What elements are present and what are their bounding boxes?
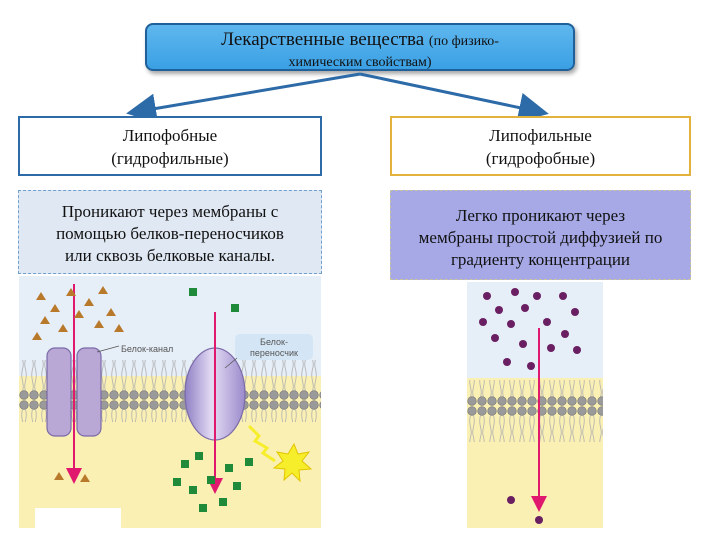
molecule (80, 474, 90, 482)
molecule (58, 324, 68, 332)
molecule (519, 340, 527, 348)
membrane-figure-left: Белок-канал Белок- переносчик (19, 276, 321, 528)
connector-arrows (126, 72, 549, 124)
lipophilic-title: Липофильные (489, 126, 592, 145)
molecule (503, 358, 511, 366)
desc-left-line3: или сквозь белковые каналы. (65, 246, 275, 265)
molecule (94, 320, 104, 328)
molecule (189, 288, 197, 296)
carrier-label-line1: Белок- (260, 337, 288, 347)
energy-spark (247, 424, 276, 463)
title-sub: химическим свойствам) (288, 55, 432, 70)
molecule (483, 292, 491, 300)
molecule (106, 308, 116, 316)
molecule (40, 316, 50, 324)
molecule (219, 498, 227, 506)
channel-protein-left (46, 347, 72, 437)
molecule (507, 496, 515, 504)
carrier-label-box (235, 334, 313, 360)
molecule (84, 298, 94, 306)
arrow-right (359, 72, 549, 123)
energy-burst-icon (272, 442, 313, 483)
molecule (195, 452, 203, 460)
desc-left-line2: помощью белков-переносчиков (56, 224, 284, 243)
channel-label-pointer (96, 345, 120, 353)
molecule (507, 320, 515, 328)
lipophobic-subtitle: (гидрофильные) (111, 149, 229, 168)
arrow-left (126, 72, 361, 124)
title-main-line: Лекарственные вещества (по физико- (147, 29, 573, 51)
membrane-figure-right (467, 282, 603, 528)
lipid-bilayer (467, 380, 603, 442)
molecule (245, 458, 253, 466)
lipophilic-box: Липофильные (гидрофобные) (390, 116, 691, 176)
lipophilic-subtitle: (гидрофобные) (485, 149, 596, 168)
molecule (559, 292, 567, 300)
molecule (521, 304, 529, 312)
lipophobic-title: Липофобные (122, 126, 218, 145)
molecule (66, 288, 76, 296)
carrier-label-pointer (224, 357, 238, 369)
molecule (98, 286, 108, 294)
lipophobic-box: Липофобные (гидрофильные) (18, 116, 322, 176)
molecule (54, 472, 64, 480)
molecule (479, 318, 487, 326)
channel-protein-right (76, 347, 102, 437)
desc-left-line1: Проникают через мембраны с (61, 202, 279, 221)
channel-label: Белок-канал (121, 344, 173, 354)
molecule (533, 292, 541, 300)
desc-right-line3: градиенту концентрации (450, 250, 631, 269)
molecule (495, 306, 503, 314)
molecule (207, 476, 215, 484)
carrier-label-line2: переносчик (250, 348, 298, 358)
molecule (573, 346, 581, 354)
lipophilic-molecules (479, 288, 581, 524)
polar-molecules (32, 286, 124, 482)
lipophobic-description: Проникают через мембраны с помощью белко… (18, 190, 322, 274)
title-paren: (по физико- (428, 34, 499, 49)
molecule (527, 362, 535, 370)
carrier-molecules (173, 288, 253, 512)
molecule (181, 460, 189, 468)
desc-right-line2: мембраны простой диффузией по (418, 228, 663, 247)
molecule (511, 288, 519, 296)
molecule (547, 344, 555, 352)
molecule (233, 482, 241, 490)
molecule (231, 304, 239, 312)
lipophilic-description: Легко проникают через мембраны простой д… (390, 190, 691, 280)
molecule (571, 308, 579, 316)
molecule (50, 304, 60, 312)
caption-blank (35, 508, 121, 528)
molecule (32, 332, 42, 340)
title-main: Лекарственные вещества (221, 29, 425, 50)
molecule (173, 478, 181, 486)
molecule (114, 324, 124, 332)
molecule (491, 334, 499, 342)
molecule (36, 292, 46, 300)
molecule (543, 318, 551, 326)
molecule (74, 310, 84, 318)
title-box: Лекарственные вещества (по физико- химич… (145, 23, 575, 71)
molecule (561, 330, 569, 338)
molecule (225, 464, 233, 472)
molecule (535, 516, 543, 524)
desc-right-line1: Легко проникают через (455, 206, 626, 225)
molecule (199, 504, 207, 512)
molecule (189, 486, 197, 494)
